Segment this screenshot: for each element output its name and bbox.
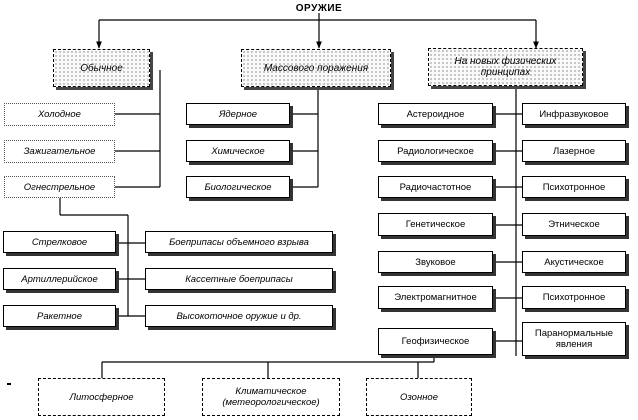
node-conventional: Обычное: [53, 49, 150, 87]
node-laser: Лазерное: [522, 140, 626, 162]
node-radiological: Радиологическое: [378, 140, 493, 162]
node-cluster-munitions: Кассетные боеприпасы: [145, 268, 333, 290]
node-infrasound: Инфразвуковое: [522, 103, 626, 125]
margin-marker: [7, 383, 11, 385]
node-small-arms: Стрелковое: [3, 231, 116, 253]
node-firearms: Огнестрельное: [4, 176, 115, 198]
node-electromagnetic: Электромагнитное: [378, 286, 493, 309]
node-paranormal: Паранормальные явления: [522, 322, 626, 356]
node-fuel-air-munitions: Боеприпасы объемного взрыва: [145, 231, 333, 253]
node-ethnic: Этническое: [522, 213, 626, 236]
node-nuclear: Ядерное: [186, 103, 290, 125]
node-genetic: Генетическое: [378, 213, 493, 236]
node-geophysical: Геофизическое: [378, 328, 493, 355]
node-asteroid: Астероидное: [378, 103, 493, 125]
node-rocket: Ракетное: [3, 305, 116, 327]
node-artillery: Артиллерийское: [3, 268, 116, 290]
node-chemical: Химическое: [186, 140, 290, 162]
node-psychotronic-2: Психотронное: [522, 286, 626, 309]
node-sound: Звуковое: [378, 251, 493, 273]
node-climatic: Климатическое (метеорологическое): [202, 378, 340, 416]
node-lithospheric: Литосферное: [38, 378, 165, 416]
node-biological: Биологическое: [186, 176, 290, 198]
node-acoustic: Акустическое: [522, 251, 626, 273]
node-ozone: Озонное: [366, 378, 472, 416]
node-incendiary: Зажигательное: [4, 140, 115, 163]
node-radio-frequency: Радиочастотное: [378, 176, 493, 198]
node-psychotronic: Психотронное: [522, 176, 626, 198]
node-new-principles: На новых физических принципах: [428, 48, 583, 86]
node-precision-weapons: Высокоточное оружие и др.: [145, 305, 333, 327]
diagram-title: ОРУЖИЕ: [295, 3, 343, 14]
node-cold-weapons: Холодное: [4, 103, 115, 126]
node-mass-destruction: Массового поражения: [241, 49, 391, 87]
